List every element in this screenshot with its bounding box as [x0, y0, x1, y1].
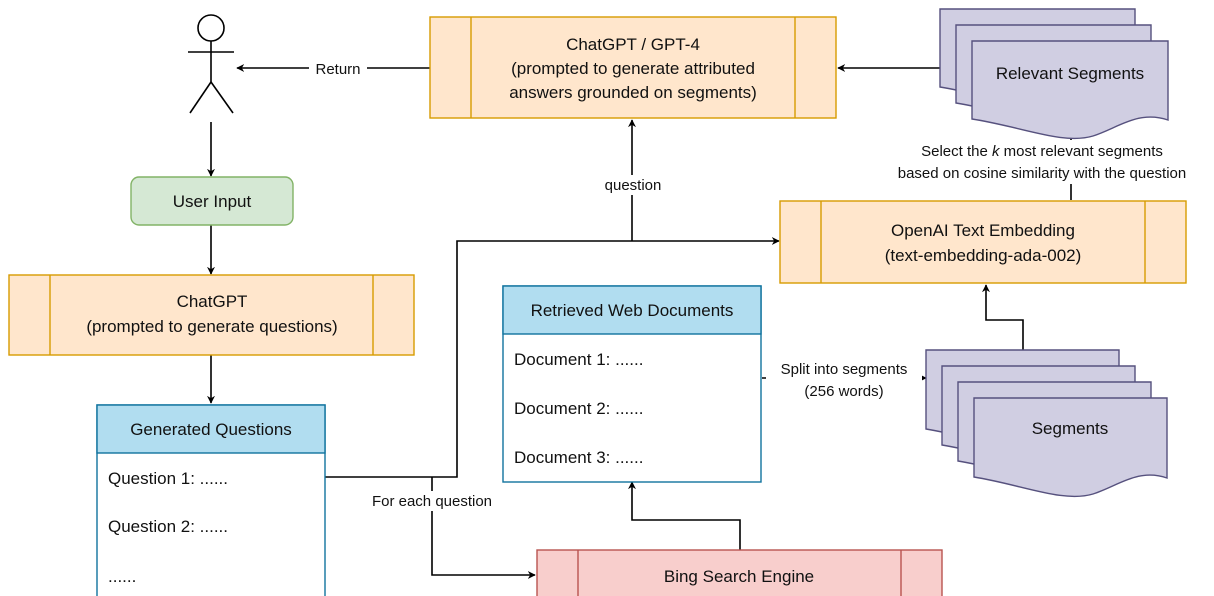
generated-questions-title: Generated Questions — [130, 420, 292, 439]
document-item: Document 1: ...... — [514, 350, 643, 369]
edge-segments-to-embedding — [982, 284, 1024, 350]
return-label: Return — [315, 61, 360, 78]
document-item: Document 3: ...... — [514, 448, 643, 467]
chatgpt-subtitle: (prompted to generate questions) — [86, 317, 337, 336]
gpt4-node: ChatGPT / GPT-4 (prompted to generate at… — [429, 16, 837, 119]
select-label-line1: Select the k most relevant segments — [921, 143, 1163, 160]
segments-node: Segments — [925, 349, 1168, 498]
split-label-line2: (256 words) — [804, 383, 883, 400]
retrieved-docs-title: Retrieved Web Documents — [531, 301, 734, 320]
edge-bing-to-docs — [628, 481, 741, 550]
bing-node: Bing Search Engine — [536, 549, 943, 596]
segments-label: Segments — [1032, 419, 1109, 438]
generated-questions-node: Generated Questions Question 1: ...... Q… — [96, 404, 326, 596]
relevant-segments-node: Relevant Segments — [939, 8, 1169, 140]
question-label: question — [605, 177, 662, 194]
document-item: Document 2: ...... — [514, 399, 643, 418]
relevant-segments-label: Relevant Segments — [996, 64, 1144, 83]
question-item: ...... — [108, 567, 136, 586]
gpt4-title: ChatGPT / GPT-4 — [566, 35, 700, 54]
embedding-node: OpenAI Text Embedding (text-embedding-ad… — [779, 200, 1187, 284]
chatgpt-title: ChatGPT — [177, 292, 248, 311]
embedding-title: OpenAI Text Embedding — [891, 221, 1075, 240]
question-item: Question 1: ...... — [108, 469, 228, 488]
user-input-node: User Input — [130, 176, 294, 226]
user-actor-icon — [188, 14, 234, 114]
split-label-line1: Split into segments — [781, 361, 908, 378]
embedding-model: (text-embedding-ada-002) — [885, 246, 1082, 265]
gpt4-line3: answers grounded on segments) — [509, 83, 757, 102]
select-label-line2: based on cosine similarity with the ques… — [898, 165, 1187, 182]
question-item: Question 2: ...... — [108, 517, 228, 536]
edge-questions-to-embedding — [325, 237, 780, 478]
chatgpt-questions-node: ChatGPT (prompted to generate questions) — [8, 274, 415, 356]
gpt4-line2: (prompted to generate attributed — [511, 59, 755, 78]
for-each-label: For each question — [372, 493, 492, 510]
edge-labels: Return question Select the k most releva… — [309, 59, 1214, 511]
bing-label: Bing Search Engine — [664, 567, 814, 586]
user-input-label: User Input — [173, 192, 252, 211]
retrieved-docs-node: Retrieved Web Documents Document 1: ....… — [502, 285, 762, 483]
